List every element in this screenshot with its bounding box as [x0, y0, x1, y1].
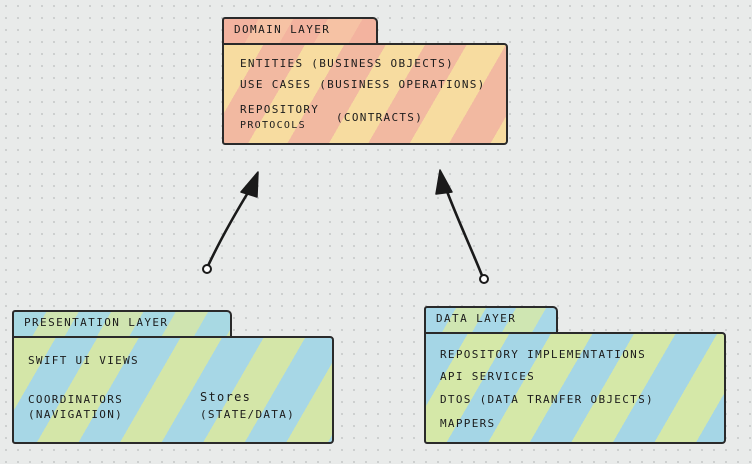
domain-item-repository: Repository	[240, 103, 320, 116]
presentation-layer-body: Swift UI Views Coordinators (Navigation)…	[12, 336, 334, 444]
domain-item-protocols: Protocols	[240, 120, 306, 131]
presentation-item-navigation: (Navigation)	[28, 408, 124, 421]
data-layer-package: Data Layer Repository Implementations AP…	[424, 306, 726, 444]
data-item-dtos: DTOs (Data Tranfer Objects)	[440, 393, 654, 406]
presentation-layer-package: Presentation Layer Swift UI Views Coordi…	[12, 310, 334, 444]
presentation-layer-title: Presentation Layer	[12, 310, 232, 338]
domain-layer-body: Entities (Business Objects) Use Cases (B…	[222, 43, 508, 145]
data-item-api-services: API Services	[440, 370, 536, 383]
data-item-mappers: Mappers	[440, 417, 496, 430]
data-item-repository-implementations: Repository Implementations	[440, 348, 646, 361]
domain-layer-title: Domain Layer	[222, 17, 378, 45]
domain-item-entities: Entities (Business Objects)	[240, 57, 454, 70]
domain-layer-package: Domain Layer Entities (Business Objects)…	[222, 17, 508, 145]
data-to-domain-arrow	[435, 169, 489, 284]
presentation-item-state-data: (State/Data)	[200, 408, 296, 421]
data-layer-title: Data Layer	[424, 306, 558, 334]
domain-item-contracts: (Contracts)	[336, 111, 424, 124]
domain-item-use-cases: Use Cases (Business Operations)	[240, 78, 486, 91]
presentation-item-coordinators: Coordinators	[28, 393, 124, 406]
data-layer-body: Repository Implementations API Services …	[424, 332, 726, 444]
presentation-item-swiftui-views: Swift UI Views	[28, 354, 139, 367]
presentation-item-stores: Stores	[200, 390, 252, 404]
presentation-to-domain-arrow	[202, 171, 259, 274]
